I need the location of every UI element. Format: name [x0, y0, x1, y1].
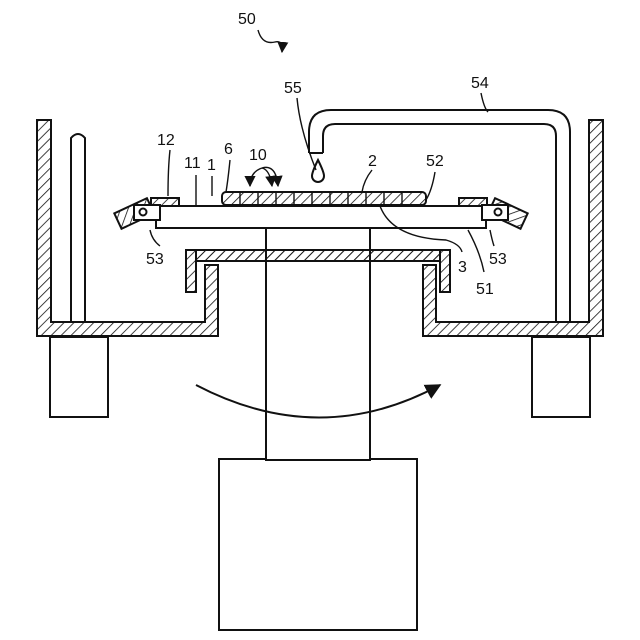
splash-cover-top [196, 250, 440, 261]
drain-pipe-left [71, 134, 85, 322]
leader-table [468, 230, 484, 272]
cup-leg-right [532, 337, 590, 417]
motor-box [219, 459, 417, 630]
apparatus-pointer [258, 30, 282, 52]
label-tape: 3 [458, 259, 467, 276]
leader-edge-left [168, 150, 170, 196]
label-table-ref: 52 [426, 153, 444, 170]
spindle-shaft [266, 228, 370, 460]
leader-wafer [362, 170, 372, 192]
leader-table-ref [426, 172, 435, 200]
leader-nozzle [297, 98, 316, 170]
label-clamp-left: 53 [146, 251, 164, 268]
spinner-table [156, 206, 486, 228]
label-film: 6 [224, 141, 233, 158]
label-wafer: 2 [368, 153, 377, 170]
cup-leg-left [50, 337, 108, 417]
label-supply-pipe: 54 [471, 75, 489, 92]
label-apparatus: 50 [238, 11, 256, 28]
label-clamp-right: 53 [489, 251, 507, 268]
leader-clamp-right [490, 230, 494, 246]
label-chips: 10 [249, 147, 267, 164]
leader-clamp-left [150, 230, 160, 246]
label-nozzle: 55 [284, 80, 302, 97]
chips-pointer-a [250, 168, 262, 186]
chips-pointer-b [262, 168, 272, 186]
wafer [222, 192, 426, 205]
label-frame: 11 [184, 155, 201, 172]
leader-film [226, 160, 230, 192]
label-edge-left: 12 [157, 132, 175, 149]
clamp-right [482, 198, 528, 229]
label-unit: 1 [207, 157, 216, 174]
label-table: 51 [476, 281, 494, 298]
